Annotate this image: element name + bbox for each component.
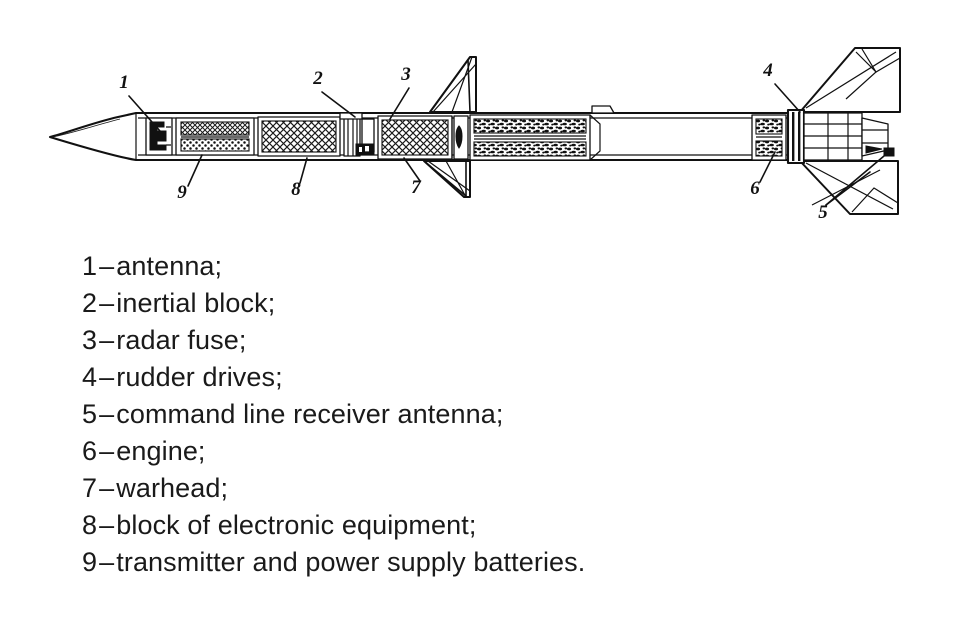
- legend-item: 9–transmitter and power supply batteries…: [82, 544, 942, 581]
- legend-item: 7–warhead;: [82, 470, 942, 507]
- leader-4: [774, 83, 801, 113]
- legend-separator: –: [99, 473, 115, 503]
- callout-label-9: 9: [177, 182, 187, 203]
- legend-separator: –: [99, 510, 115, 540]
- callout-label-4: 4: [762, 60, 773, 81]
- legend-index: 2: [82, 288, 98, 318]
- leader-3: [389, 87, 410, 120]
- leader-6: [759, 151, 776, 183]
- legend-separator: –: [99, 325, 115, 355]
- callout-label-2: 2: [312, 68, 323, 89]
- antenna-assembly: [145, 117, 173, 156]
- legend-item: 4–rudder drives;: [82, 359, 942, 396]
- legend-label: command line receiver antenna;: [116, 399, 504, 429]
- legend-separator: –: [99, 288, 115, 318]
- legend-separator: –: [99, 547, 115, 577]
- leader-8: [299, 157, 308, 184]
- legend-label: block of electronic equipment;: [116, 510, 477, 540]
- warhead-section: [377, 115, 453, 160]
- leader-1: [128, 95, 161, 132]
- warhead-engine-bulkhead: [453, 115, 469, 160]
- legend-list: 1–antenna; 2–inertial block; 3–radar fus…: [82, 248, 942, 581]
- legend-item: 3–radar fuse;: [82, 322, 942, 359]
- electronic-equipment-block: [257, 116, 341, 157]
- leader-5b: [825, 155, 885, 206]
- legend-separator: –: [99, 436, 115, 466]
- legend-label: antenna;: [116, 251, 223, 281]
- legend-label: engine;: [116, 436, 206, 466]
- rear-engine-bay: [751, 114, 787, 161]
- callout-label-8: 8: [291, 179, 301, 200]
- rudder-drive-section: [786, 108, 863, 165]
- legend-separator: –: [99, 362, 115, 392]
- legend-item: 8–block of electronic equipment;: [82, 507, 942, 544]
- legend-index: 7: [82, 473, 98, 503]
- tail-fin-upper: [799, 47, 901, 113]
- legend-label: rudder drives;: [116, 362, 283, 392]
- dorsal-fairing: [591, 105, 615, 114]
- legend-item: 2–inertial block;: [82, 285, 942, 322]
- legend-separator: –: [99, 251, 115, 281]
- leader-2: [321, 91, 356, 118]
- tail-nozzle: [861, 117, 895, 157]
- callout-label-6: 6: [750, 178, 760, 199]
- callout-labels: 1 2 3 4 5 6 7 8 9: [119, 60, 828, 223]
- nose-inner-curve: [51, 118, 121, 138]
- radar-fuse: [355, 118, 375, 156]
- missile-diagram-svg: 1 2 3 4 5 6 7 8 9: [48, 47, 901, 223]
- legend-label: inertial block;: [116, 288, 276, 318]
- legend-item: 6–engine;: [82, 433, 942, 470]
- missile-cutaway-figure: 1 2 3 4 5 6 7 8 9: [0, 0, 980, 240]
- callout-label-7: 7: [411, 177, 422, 198]
- legend-separator: –: [99, 399, 115, 429]
- legend-index: 9: [82, 547, 98, 577]
- leader-9: [187, 154, 203, 187]
- callout-label-5: 5: [818, 202, 828, 223]
- transmitter-battery-bay: [175, 117, 255, 156]
- callout-label-1: 1: [119, 72, 129, 93]
- legend-item: 1–antenna;: [82, 248, 942, 285]
- legend-index: 3: [82, 325, 98, 355]
- leader-7: [403, 157, 421, 182]
- legend-index: 8: [82, 510, 98, 540]
- callout-label-3: 3: [400, 64, 411, 85]
- legend-label: radar fuse;: [116, 325, 247, 355]
- legend-item: 5–command line receiver antenna;: [82, 396, 942, 433]
- engine-propellant-section: [469, 114, 601, 161]
- legend-label: transmitter and power supply batteries.: [116, 547, 586, 577]
- legend-index: 4: [82, 362, 98, 392]
- legend-index: 1: [82, 251, 98, 281]
- callout-leaders: [128, 83, 885, 206]
- legend-index: 5: [82, 399, 98, 429]
- mid-wing-leaders: [423, 59, 471, 197]
- legend-index: 6: [82, 436, 98, 466]
- legend-label: warhead;: [116, 473, 229, 503]
